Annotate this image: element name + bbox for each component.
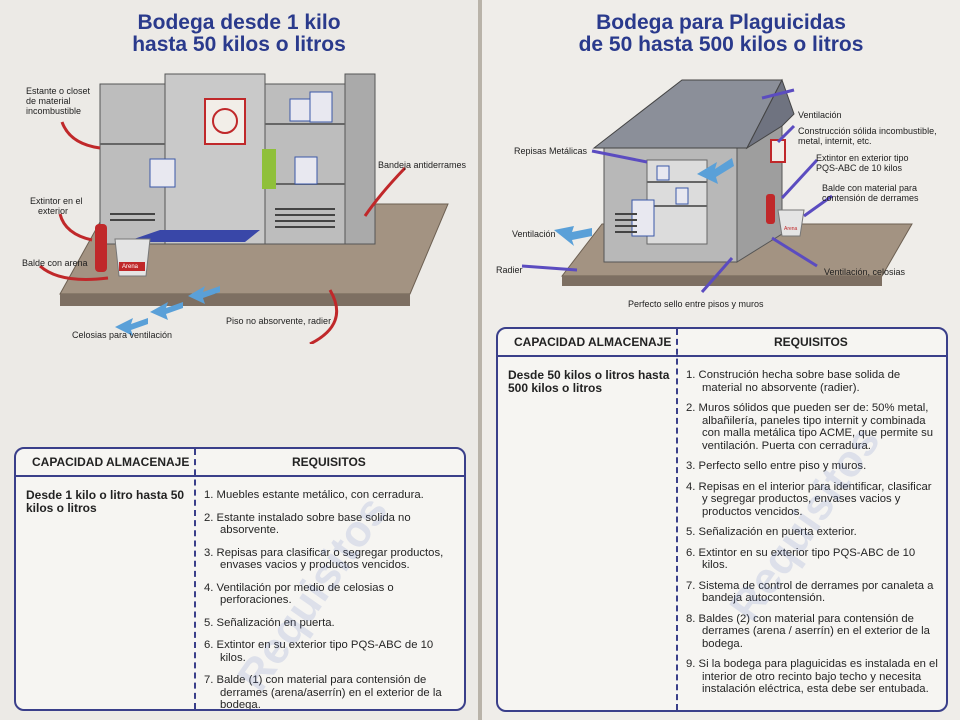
blue-arrows	[115, 286, 220, 336]
container	[309, 91, 333, 123]
right-header-requirements: REQUISITOS	[774, 335, 848, 349]
pointer-arrows	[521, 88, 833, 293]
arena-text: Arena	[784, 226, 798, 232]
label-balde-2: contensión de derrames	[822, 193, 919, 203]
right-table-divider	[676, 329, 678, 710]
left-requirements-table: CAPACIDAD ALMACENAJE REQUISITOS Desde 1 …	[14, 447, 466, 711]
left-header-requirements: REQUISITOS	[292, 455, 366, 469]
requirement-item: 5. Señalización en puerta.	[204, 616, 335, 629]
right-storage-illustration: Arena	[521, 78, 913, 293]
extinguisher-icon	[766, 194, 775, 224]
label-ventilacion-celosias: Ventilación, celosias	[824, 267, 906, 277]
requirement-item: 4. Ventilación por medio de celosias o p…	[204, 581, 394, 607]
requirement-item: 2. Muros sólidos que pueden ser de: 50% …	[686, 402, 934, 452]
label-extintor-1: Extintor en exterior tipo	[816, 153, 909, 163]
label-estante-3: incombustible	[26, 106, 82, 116]
left-table-divider	[194, 449, 196, 709]
container	[656, 165, 670, 181]
floor-edge	[562, 276, 882, 286]
hazard-sign	[770, 139, 786, 163]
label-radier: Radier	[496, 265, 523, 275]
extinguisher-icon	[95, 224, 107, 272]
label-balde: Balde con arena	[22, 258, 88, 268]
label-estante-1: Estante o closet	[26, 86, 91, 96]
blue-arrows	[554, 158, 734, 246]
label-bandeja: Bandeja antiderrames	[378, 160, 467, 170]
requirement-item: 4. Repisas en el interior para identific…	[686, 480, 932, 518]
cabinet-door	[344, 73, 376, 245]
left-requirements-list: 1. Muebles estante metálico, con cerradu…	[204, 489, 456, 711]
right-requirements-table: CAPACIDAD ALMACENAJE REQUISITOS Desde 50…	[496, 327, 948, 712]
hazard-sign	[204, 98, 246, 145]
shed-vents	[615, 213, 637, 233]
label-repisas: Repisas Metálicas	[514, 146, 588, 156]
label-piso: Piso no absorvente, radier	[226, 316, 332, 326]
left-title-line2: hasta 50 kilos o litros	[132, 33, 346, 56]
left-storage-illustration: Arena	[38, 73, 449, 344]
label-ventilacion-top: Ventilación	[798, 110, 842, 120]
label-extintor-2: PQS-ABC de 10 kilos	[816, 163, 903, 173]
left-panel: Bodega desde 1 kilo hasta 50 kilos o lit…	[0, 0, 478, 720]
red-arrows	[38, 121, 407, 344]
right-title-line2: de 50 hasta 500 kilos o litros	[578, 33, 864, 56]
floor-edge	[60, 294, 410, 306]
right-title-line1: Bodega para Plaguicidas	[596, 11, 846, 34]
requirement-item: 2. Estante instalado sobre base solida n…	[204, 511, 411, 537]
requirement-item: 6. Extintor en su exterior tipo PQS-ABC …	[686, 546, 916, 572]
container	[289, 98, 311, 122]
requirement-item: 8. Baldes (2) con material para contensi…	[686, 612, 930, 650]
spill-tray	[125, 230, 260, 242]
requirement-item: 9. Si la bodega para plaguicidas es inst…	[686, 658, 938, 695]
drum	[631, 199, 655, 237]
right-requirements-list: 1. Construción hecha sobre base solida d…	[686, 369, 938, 696]
requirement-item: 1. Muebles estante metálico, con cerradu…	[204, 489, 424, 501]
arena-text: Arena	[122, 264, 139, 270]
requirement-item: 1. Construción hecha sobre base solida d…	[686, 369, 901, 394]
left-capacity-value: Desde 1 kilo o litro hasta 50 kilos o li…	[26, 488, 185, 515]
requirement-item: 6. Extintor en su exterior tipo PQS-ABC …	[204, 639, 434, 664]
label-construccion-1: Construcción sólida incombustible,	[798, 126, 937, 136]
left-table-header: CAPACIDAD ALMACENAJE REQUISITOS	[16, 449, 464, 477]
green-bottle	[262, 149, 276, 189]
label-extintor-2: exterior	[38, 206, 69, 216]
container	[294, 156, 318, 185]
left-title-line1: Bodega desde 1 kilo	[137, 11, 341, 34]
requirement-item: 3. Perfecto sello entre piso y muros.	[686, 460, 867, 472]
label-estante-2: de material	[26, 96, 71, 106]
label-celosias: Celosias para ventilación	[72, 330, 173, 340]
sand-bucket-icon	[777, 209, 805, 237]
cabinet-vents	[110, 208, 335, 228]
label-sello: Perfecto sello entre pisos y muros	[628, 299, 764, 309]
right-capacity-value: Desde 50 kilos o litros hasta 500 kilos …	[508, 368, 670, 395]
label-extintor-1: Extintor en el	[30, 196, 83, 206]
label-balde-1: Balde con material para	[822, 183, 918, 193]
requirement-item: 7. Sistema de control de derrames por ca…	[686, 579, 934, 605]
requirement-item: 5. Señalización en puerta exterior.	[686, 526, 857, 538]
container	[675, 187, 689, 205]
right-panel: Bodega para Plaguicidas de 50 hasta 500 …	[482, 0, 960, 720]
right-table-header: CAPACIDAD ALMACENAJE REQUISITOS	[498, 329, 946, 357]
label-construccion-2: metal, internit, etc.	[798, 136, 872, 146]
requirement-item: 7. Balde (1) con material para contensió…	[204, 674, 442, 711]
right-header-capacity: CAPACIDAD ALMACENAJE	[514, 335, 672, 349]
left-header-capacity: CAPACIDAD ALMACENAJE	[32, 455, 190, 469]
container	[149, 158, 176, 188]
requirement-item: 3. Repisas para clasificar o segregar pr…	[204, 546, 444, 572]
label-ventilacion-left: Ventilación	[512, 229, 556, 239]
